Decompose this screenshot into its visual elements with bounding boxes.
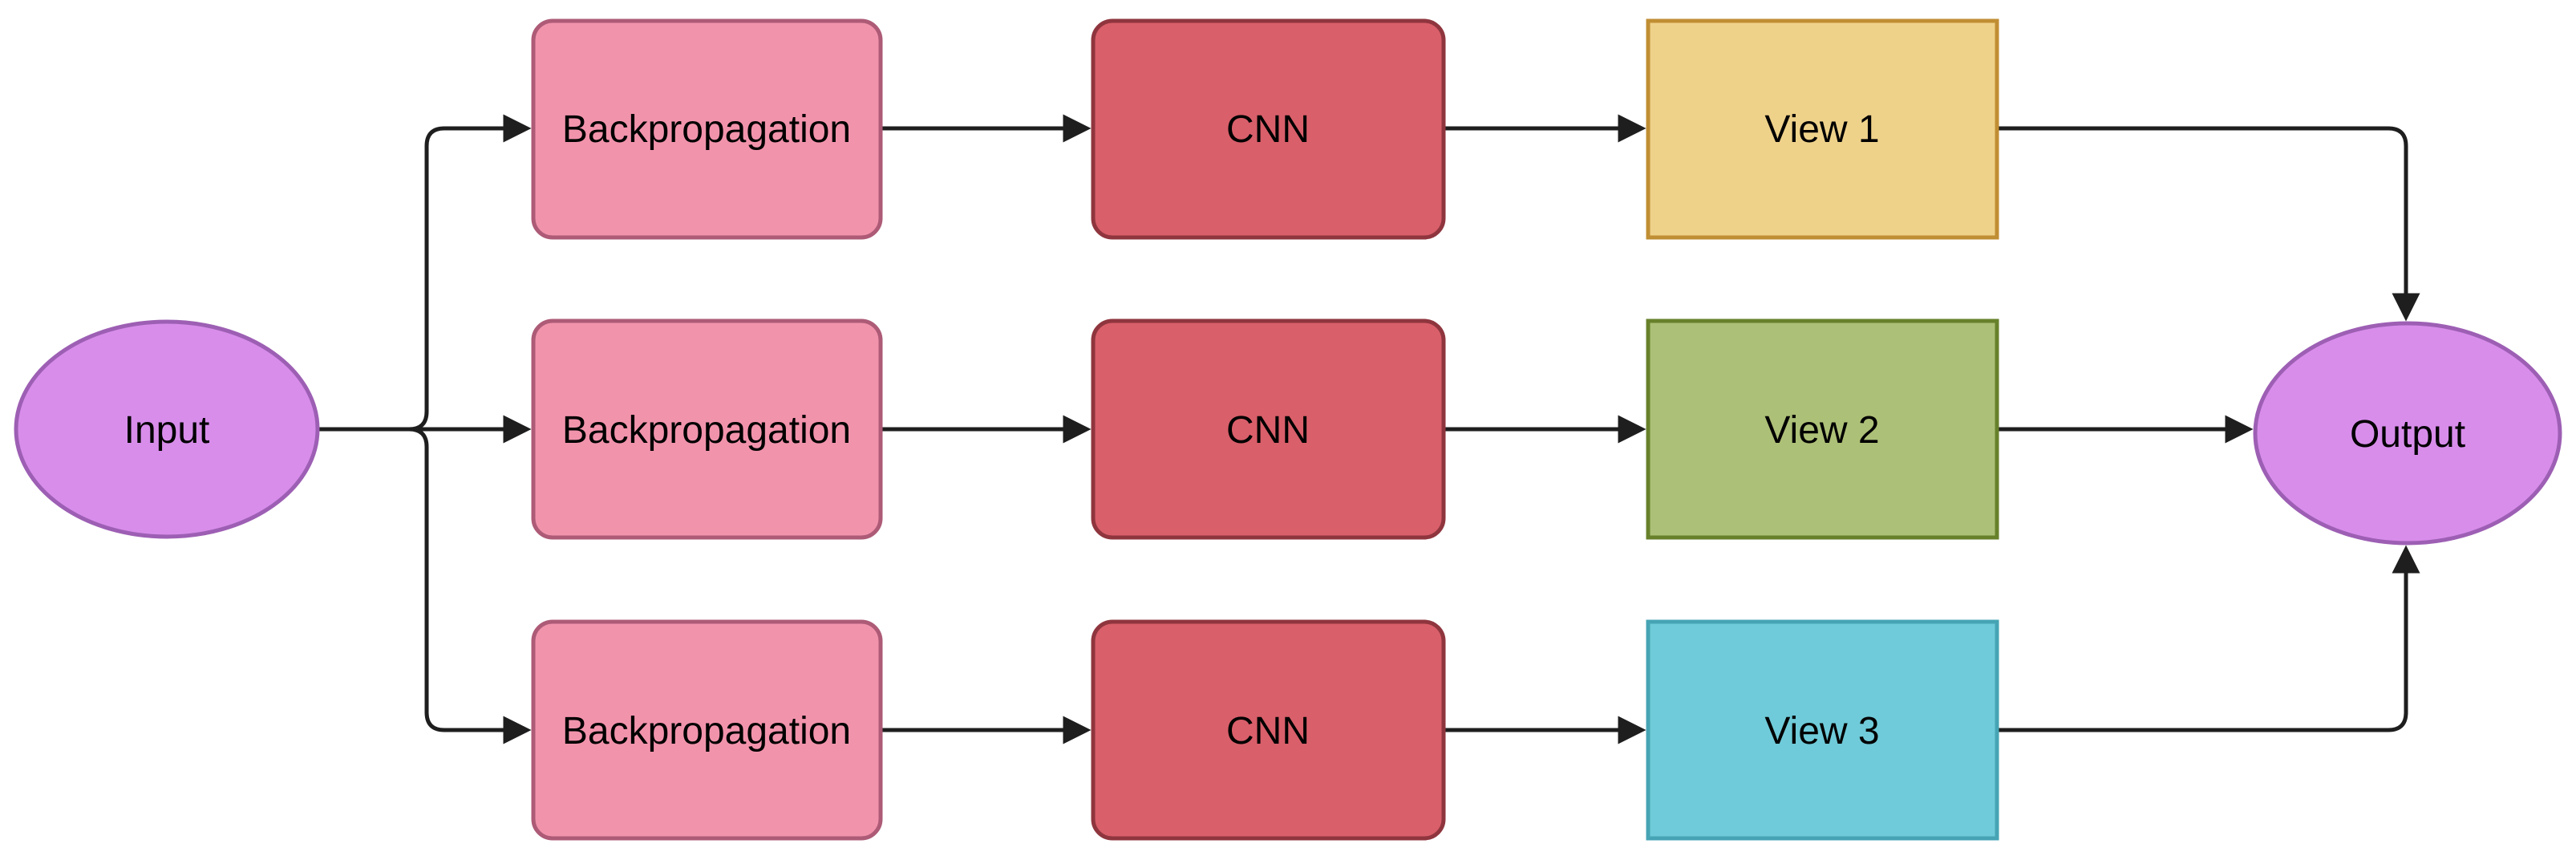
view-3-label: View 3 xyxy=(1764,710,1879,752)
node-backpropagation-3: Backpropagation xyxy=(531,619,883,841)
edge-input-to-backpropagation-3 xyxy=(318,427,532,744)
node-backpropagation-2: Backpropagation xyxy=(531,318,883,540)
node-input: Input xyxy=(14,319,320,539)
cnn-3-shape xyxy=(1091,619,1446,841)
edge-input-to-backpropagation-1 xyxy=(318,114,532,432)
view-1-label: View 1 xyxy=(1764,108,1879,151)
edge-view-3-to-output xyxy=(1997,545,2420,732)
view-3-shape xyxy=(1646,619,1999,841)
cnn-2-shape xyxy=(1091,318,1446,540)
cnn-2-label: CNN xyxy=(1226,409,1310,452)
view-1-shape xyxy=(1646,18,1999,240)
cnn-3-label: CNN xyxy=(1226,710,1310,752)
edge-layer xyxy=(318,114,2420,744)
input-label: Input xyxy=(124,409,210,452)
node-view-2: View 2 xyxy=(1646,318,1999,540)
node-backpropagation-1: Backpropagation xyxy=(531,18,883,240)
node-cnn-2: CNN xyxy=(1091,318,1446,540)
backpropagation-2-shape xyxy=(531,318,883,540)
backpropagation-1-label: Backpropagation xyxy=(562,108,851,151)
view-2-label: View 2 xyxy=(1764,409,1879,452)
node-cnn-1: CNN xyxy=(1091,18,1446,240)
node-cnn-3: CNN xyxy=(1091,619,1446,841)
output-label: Output xyxy=(2350,413,2465,456)
output-shape xyxy=(2253,321,2562,546)
edge-view-1-to-output xyxy=(1997,126,2420,322)
cnn-1-shape xyxy=(1091,18,1446,240)
backpropagation-3-label: Backpropagation xyxy=(562,710,851,752)
node-output: Output xyxy=(2253,321,2562,546)
cnn-1-label: CNN xyxy=(1226,108,1310,151)
backpropagation-1-shape xyxy=(531,18,883,240)
node-view-3: View 3 xyxy=(1646,619,1999,841)
input-shape xyxy=(14,319,320,539)
view-2-shape xyxy=(1646,318,1999,540)
backpropagation-3-shape xyxy=(531,619,883,841)
backpropagation-2-label: Backpropagation xyxy=(562,409,851,452)
node-view-1: View 1 xyxy=(1646,18,1999,240)
